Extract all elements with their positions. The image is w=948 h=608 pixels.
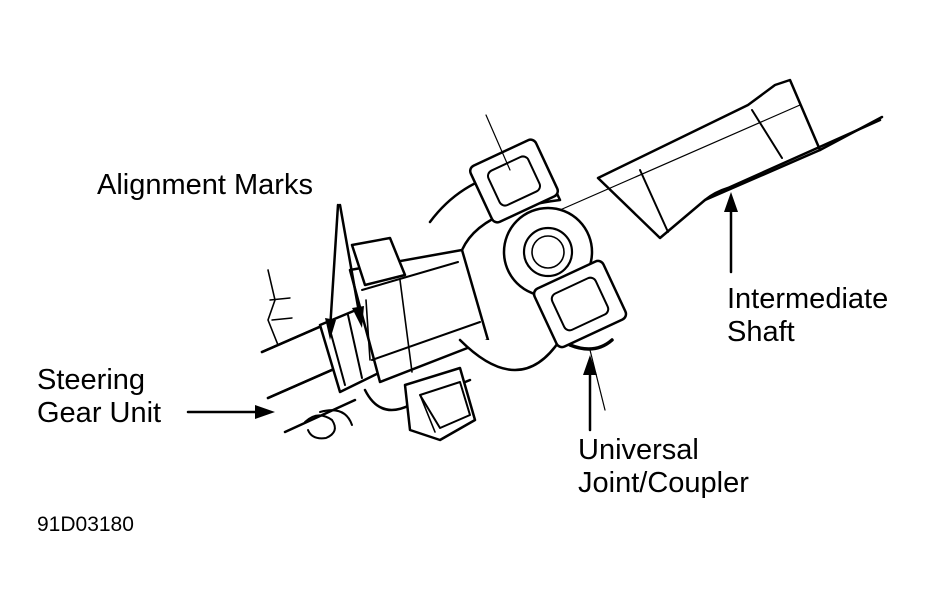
universal-joint	[468, 114, 628, 411]
universal-joint-label: Universal Joint/Coupler	[578, 434, 749, 500]
steering-gear-unit-line-1: Steering	[37, 364, 146, 396]
intermediate-shaft-line-2: Shaft	[727, 316, 795, 348]
intermediate-shaft	[559, 78, 884, 240]
steering-gear-unit-label: Steering Gear Unit	[37, 364, 161, 430]
leader-lines	[186, 192, 738, 432]
intermediate-shaft-line-1: Intermediate	[727, 283, 889, 315]
steering-gear-unit-line-2: Gear Unit	[37, 397, 162, 429]
alignment-marks-label: Alignment Marks	[97, 169, 313, 202]
clamp-bolt	[403, 366, 477, 442]
intermediate-shaft-label: Intermediate Shaft	[727, 283, 888, 349]
figure-id: 91D03180	[37, 513, 134, 536]
alignment-marks-text: Alignment Marks	[97, 169, 313, 201]
universal-joint-line-2: Joint/Coupler	[578, 467, 749, 499]
universal-joint-line-1: Universal	[578, 434, 699, 466]
